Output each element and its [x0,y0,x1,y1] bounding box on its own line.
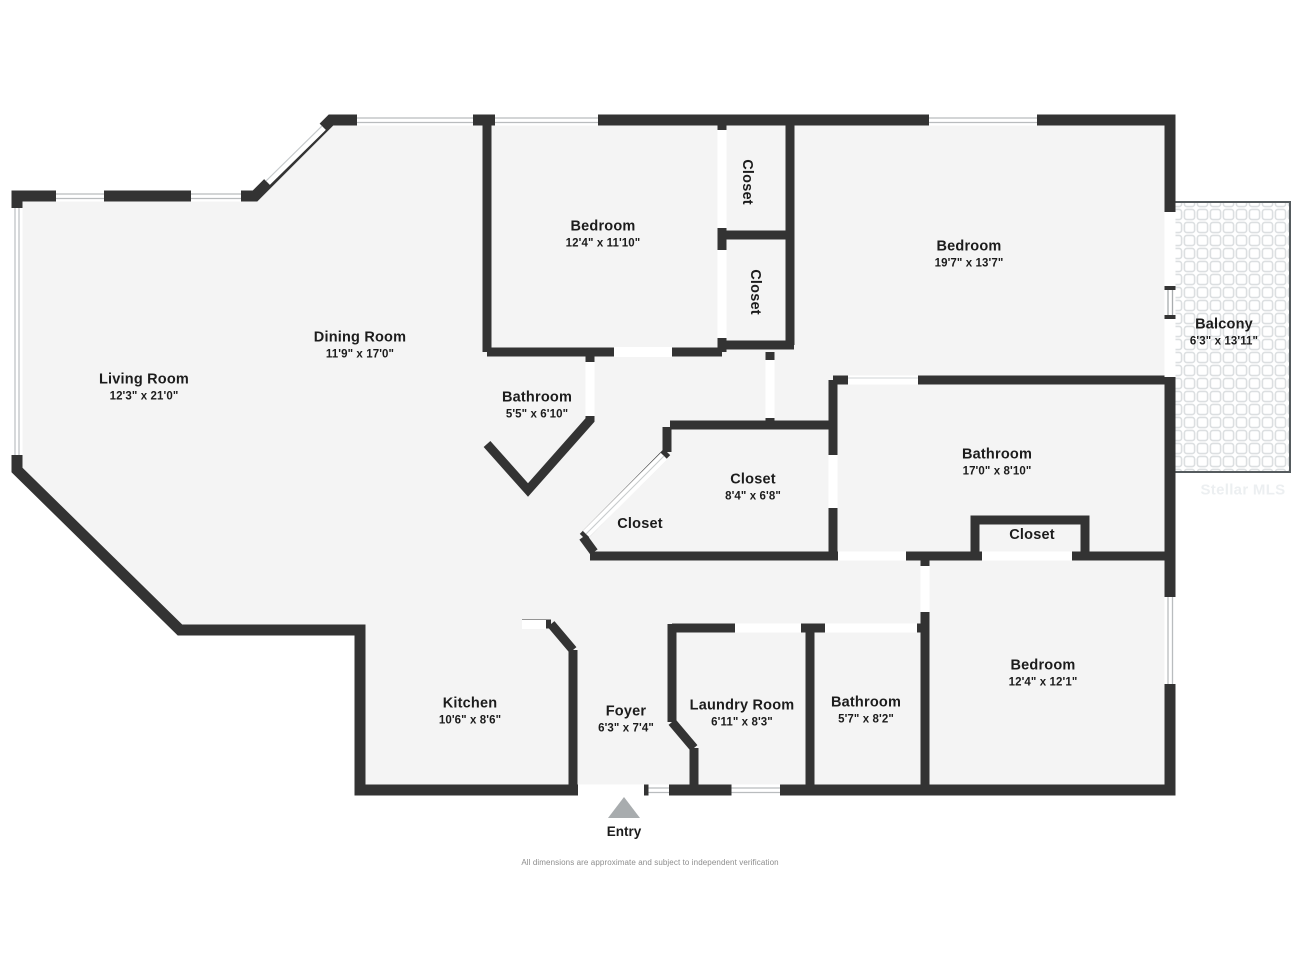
entry-arrow-icon [608,797,640,818]
stellar-mls-watermark: Stellar MLS [1200,481,1286,499]
opening-bathroom2-left [828,455,838,508]
entry-label: Entry [606,824,642,839]
wall-laundry-jog [668,719,698,751]
opening-bathroom1 [585,362,595,416]
window-top-bedroom1b [491,114,602,126]
opening-bedroom1 [614,347,672,357]
window-top-bedroom2 [925,114,1041,126]
balcony-region [1169,201,1291,473]
footer-disclaimer: All dimensions are approximate and subje… [521,858,779,867]
window-diagonal-slider [262,122,326,185]
window-top-left-b [188,190,244,202]
window-bottom-entry [645,784,673,796]
door-closet-angled-slider [582,452,668,538]
wall-closet-bath [970,515,1090,556]
opening-closet-top1 [717,130,727,228]
wall-closet-angled-tip [579,534,598,555]
opening-hall [765,360,775,418]
opening-bedroom3 [920,566,930,612]
opening-laundry-top [735,623,801,633]
opening-bathroom3-top [825,623,917,633]
window-right-bedroom2 [1164,212,1176,377]
window-bottom-laundry [728,784,784,796]
opening-closet-bath [982,551,1072,561]
floor-area [17,120,1170,790]
opening-bathroom2-bottom [838,551,906,561]
window-top-left-a [53,190,107,202]
window-top-bedroom1 [353,114,477,126]
window-right-bedroom3 [1164,593,1176,688]
wall-foyer-diag [547,621,577,653]
opening-kitchen [522,620,546,629]
opening-closet-top2 [717,250,727,338]
door-openings [522,130,1072,796]
windows [11,114,1176,796]
opening-entry [578,784,644,796]
opening-bathroom2-top [848,375,918,385]
window-left-wall [11,208,23,455]
